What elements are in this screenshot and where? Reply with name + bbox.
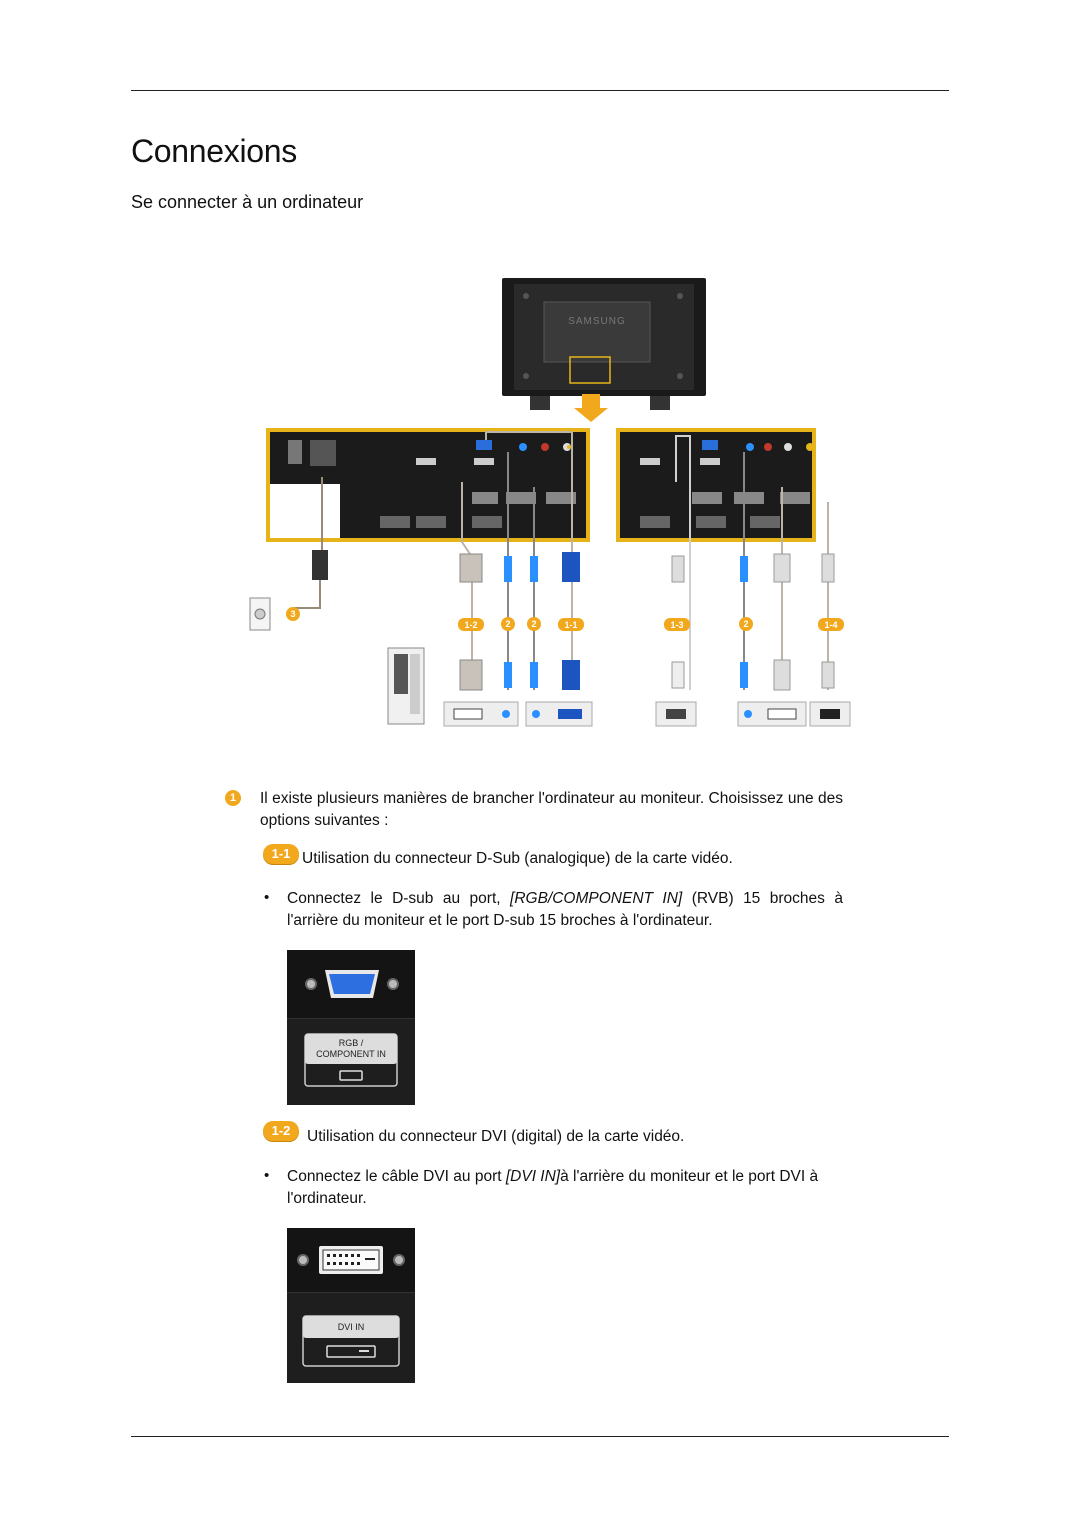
rgb-port-label-line1: RGB / <box>339 1038 364 1048</box>
step-badge-2b: 2 <box>531 619 536 629</box>
top-rule <box>131 90 949 91</box>
bullet-2-post: à l'arrière du moniteur et le port DVI à… <box>287 1168 819 1207</box>
intro-paragraph: Il existe plusieurs manières de brancher… <box>260 790 843 829</box>
port-name-rgb: [RGB/COMPONENT IN] <box>510 890 683 907</box>
step-badge-1-3: 1-3 <box>670 620 683 630</box>
step-badge-1-2: 1-2 <box>464 620 477 630</box>
page-title: Connexions <box>131 133 298 169</box>
option-badge-1-2: 1-2 <box>263 1121 299 1141</box>
step-badge-1-4: 1-4 <box>824 620 837 630</box>
step-badge-2a: 2 <box>505 619 510 629</box>
bullet-2-text: Connectez le câble DVI au port [DVI IN]à… <box>287 1166 847 1210</box>
bullet-marker-2: • <box>264 1167 270 1184</box>
port-name-dvi: [DVI IN] <box>505 1168 561 1185</box>
computer-tower-icon <box>387 647 425 725</box>
left-port-panel <box>266 428 590 542</box>
bullet-1-text: Connectez le D-sub au port, [RGB/COMPONE… <box>287 888 843 932</box>
dvi-in-port-image: DVI IN <box>287 1228 415 1383</box>
bottom-rule <box>131 1436 949 1437</box>
step-badge-1-1: 1-1 <box>564 620 577 630</box>
dvi-port-label: DVI IN <box>338 1322 365 1332</box>
right-port-panel <box>616 428 816 542</box>
bullet-marker: • <box>264 889 270 906</box>
bullet-2-pre: Connectez le câble DVI au port <box>287 1168 506 1185</box>
monitor-rear-view: SAMSUNG <box>502 278 706 410</box>
wall-outlet-icon <box>249 597 271 631</box>
connector-plugs <box>312 550 835 691</box>
step-badges: 3 1-2 2 2 1-1 1-3 2 1-4 <box>286 607 844 631</box>
intro-badge: 1 <box>225 790 241 806</box>
bullet-1-post: (RVB) 15 broch­es à l'arrière du moniteu… <box>287 890 843 929</box>
step-badge-3: 3 <box>290 609 295 619</box>
monitor-brand: SAMSUNG <box>568 316 626 327</box>
rgb-port-label-line2: COMPONENT IN <box>316 1049 386 1059</box>
option-badge-1-1: 1-1 <box>263 844 299 864</box>
connection-diagram: SAMSUNG <box>249 278 851 727</box>
step-badge-2c: 2 <box>743 619 748 629</box>
section-subtitle: Se connecter à un ordinateur <box>131 192 364 212</box>
rgb-component-port-image: RGB / COMPONENT IN <box>287 950 415 1105</box>
computer-ports <box>443 701 851 727</box>
option-1-2-text: Utilisation du connecteur DVI (digital) … <box>307 1128 685 1145</box>
down-arrow-icon <box>574 394 608 422</box>
option-1-1-text: Utilisation du connecteur D-Sub (analogi… <box>302 850 733 867</box>
bullet-1-pre: Connectez le D-sub au port, <box>287 890 511 907</box>
